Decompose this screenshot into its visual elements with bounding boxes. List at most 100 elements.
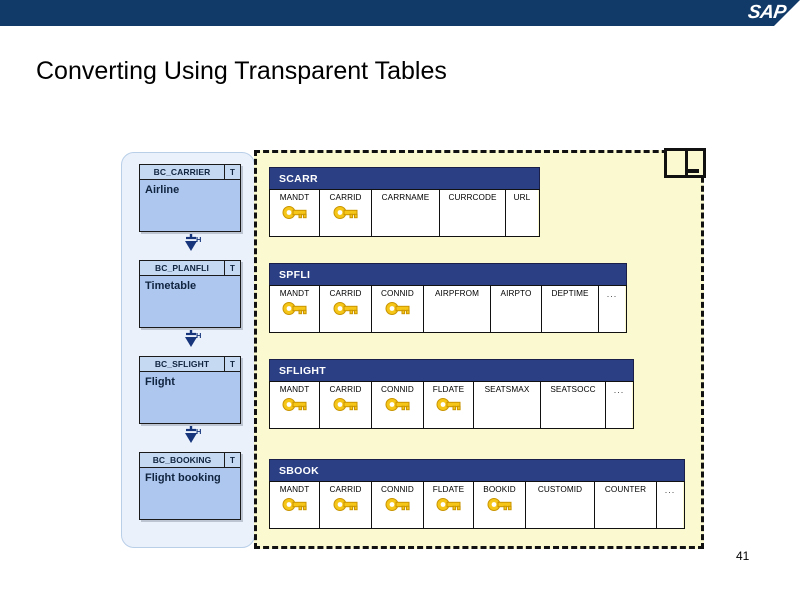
key-icon: [436, 498, 461, 511]
column-name: CONNID: [381, 485, 414, 494]
page-title: Converting Using Transparent Tables: [36, 57, 447, 85]
column-name: AIRPTO: [500, 289, 532, 298]
key-field-indicator: [333, 494, 359, 517]
column-name: CARRID: [329, 385, 362, 394]
table-column-key[interactable]: CONNID: [372, 382, 424, 428]
entity-technical-name: BC_PLANFLI: [155, 263, 209, 273]
table-column[interactable]: AIRPFROM: [424, 286, 491, 332]
column-name: AIRPFROM: [434, 289, 479, 298]
key-icon: [333, 498, 358, 511]
table-column-key[interactable]: FLDATE: [424, 482, 474, 528]
column-name: MANDT: [279, 485, 310, 494]
key-icon: [333, 206, 358, 219]
key-field-indicator: [282, 202, 308, 225]
key-icon: [487, 498, 512, 511]
entity-label: Timetable: [139, 276, 241, 328]
column-name: ...: [664, 485, 676, 495]
entity-type-flag: T: [224, 453, 240, 467]
column-name: DEPTIME: [551, 289, 589, 298]
key-field-indicator: [385, 494, 411, 517]
key-icon: [385, 302, 410, 315]
region-corner-notch: [664, 148, 706, 178]
table-column[interactable]: SEATSMAX: [474, 382, 541, 428]
transparent-table-sflight[interactable]: SFLIGHT MANDT CARRID CONNID FLDATE SEATSMAX SE…: [269, 359, 634, 429]
column-name: MANDT: [279, 289, 310, 298]
table-title: SCARR: [269, 167, 540, 189]
table-column[interactable]: DEPTIME: [542, 286, 599, 332]
table-column-key[interactable]: MANDT: [270, 190, 320, 236]
key-icon: [436, 398, 461, 411]
key-field-indicator: [282, 494, 308, 517]
column-name: MANDT: [279, 193, 310, 202]
table-column-key[interactable]: MANDT: [270, 482, 320, 528]
connector-label: H: [196, 235, 202, 244]
table-column[interactable]: URL: [506, 190, 538, 236]
inheritance-arrow-icon: [185, 426, 197, 443]
sap-logo: SAP: [747, 2, 788, 23]
table-column-key[interactable]: CARRID: [320, 482, 372, 528]
column-name: BOOKID: [483, 485, 516, 494]
table-column-key[interactable]: CONNID: [372, 482, 424, 528]
transparent-table-sbook[interactable]: SBOOK MANDT CARRID CONNID FLDATE BOOKID CUSTOM…: [269, 459, 685, 529]
column-name: MANDT: [279, 385, 310, 394]
table-column[interactable]: ...: [657, 482, 683, 528]
column-name: URL: [513, 193, 531, 202]
table-column-key[interactable]: CONNID: [372, 286, 424, 332]
column-name: ...: [613, 385, 625, 395]
inheritance-arrow-icon: [185, 330, 197, 347]
key-field-indicator: [282, 298, 308, 321]
column-name: CUSTOMID: [537, 485, 583, 494]
table-title: SBOOK: [269, 459, 685, 481]
table-column-key[interactable]: MANDT: [270, 286, 320, 332]
table-column[interactable]: COUNTER: [595, 482, 657, 528]
column-name: COUNTER: [604, 485, 647, 494]
notch-divider: [685, 151, 688, 175]
key-field-indicator: [487, 494, 513, 517]
key-field-indicator: [385, 394, 411, 417]
table-column-key[interactable]: CARRID: [320, 286, 372, 332]
table-column-key[interactable]: CARRID: [320, 190, 372, 236]
column-name: ...: [606, 289, 618, 299]
key-field-indicator: [333, 202, 359, 225]
connector-label: H: [196, 331, 202, 340]
entity-label: Flight booking: [139, 468, 241, 520]
table-column[interactable]: SEATSOCC: [541, 382, 606, 428]
table-column[interactable]: ...: [599, 286, 625, 332]
entity-type-flag: T: [224, 261, 240, 275]
table-column[interactable]: CUSTOMID: [526, 482, 595, 528]
entity-connector-1: H: [179, 330, 219, 350]
table-title: SFLIGHT: [269, 359, 634, 381]
entity-type-flag: T: [224, 165, 240, 179]
key-icon: [333, 302, 358, 315]
table-column[interactable]: ...: [606, 382, 632, 428]
table-column[interactable]: CARRNAME: [372, 190, 440, 236]
key-icon: [333, 398, 358, 411]
table-column[interactable]: CURRCODE: [440, 190, 506, 236]
table-column-key[interactable]: CARRID: [320, 382, 372, 428]
table-column-key[interactable]: MANDT: [270, 382, 320, 428]
table-column[interactable]: AIRPTO: [491, 286, 542, 332]
notch-tab: [688, 169, 699, 173]
entity-label: Airline: [139, 180, 241, 232]
key-icon: [282, 302, 307, 315]
inheritance-arrow-icon: [185, 234, 197, 251]
entity-label: Flight: [139, 372, 241, 424]
entity-connector-0: H: [179, 234, 219, 254]
table-column-key[interactable]: FLDATE: [424, 382, 474, 428]
column-name: SEATSMAX: [484, 385, 530, 394]
transparent-table-scarr[interactable]: SCARR MANDT CARRID CARRNAME CURRCODE URL: [269, 167, 540, 237]
column-name: CARRNAME: [381, 193, 430, 202]
table-column-key[interactable]: BOOKID: [474, 482, 526, 528]
column-name: FLDATE: [432, 385, 465, 394]
column-name: CURRCODE: [448, 193, 497, 202]
key-icon: [385, 498, 410, 511]
key-field-indicator: [385, 298, 411, 321]
